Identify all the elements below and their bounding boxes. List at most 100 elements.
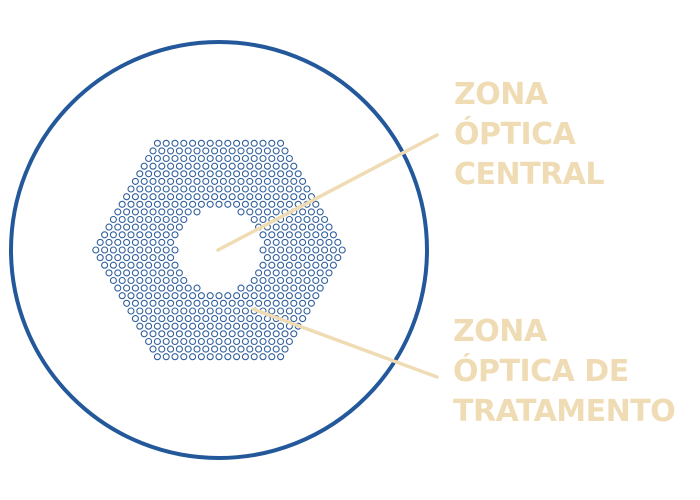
microlens-dot: [175, 269, 183, 277]
microlens-dot: [211, 193, 219, 201]
microlens-dot: [241, 185, 249, 193]
microlens-dot: [233, 337, 241, 346]
microlens-dot: [224, 139, 232, 147]
microlens-dot: [281, 223, 289, 231]
microlens-dot: [228, 162, 236, 170]
microlens-dot: [162, 170, 170, 178]
microlens-dot: [250, 185, 258, 193]
microlens-dot: [193, 147, 201, 155]
microlens-dot: [153, 200, 161, 208]
microlens-dot: [277, 154, 285, 163]
microlens-dot: [145, 337, 153, 346]
microlens-dot: [263, 299, 271, 307]
microlens-dot: [228, 193, 236, 201]
microlens-dot: [158, 208, 166, 216]
microlens-dot: [193, 177, 201, 185]
microlens-dot: [285, 276, 293, 285]
microlens-dot: [224, 337, 232, 346]
microlens-dot: [175, 299, 183, 307]
microlens-dot: [145, 154, 153, 163]
microlens-dot: [259, 337, 267, 346]
microlens-dot: [158, 177, 166, 185]
microlens-dot: [281, 299, 289, 307]
microlens-dot: [294, 215, 302, 224]
microlens-dot: [290, 284, 298, 292]
microlens-dot: [162, 215, 170, 224]
microlens-dot: [118, 215, 126, 224]
microlens-dot: [259, 292, 267, 300]
microlens-dot: [123, 299, 131, 307]
microlens-dot: [259, 154, 267, 163]
microlens-dot: [329, 261, 337, 269]
microlens-dot: [171, 353, 179, 361]
microlens-dot: [246, 177, 254, 185]
microlens-dot: [127, 185, 135, 193]
microlens-dot: [149, 315, 157, 323]
microlens-dot: [206, 170, 214, 178]
microlens-dot: [219, 147, 227, 155]
microlens-dot: [294, 231, 302, 239]
microlens-dot: [123, 223, 131, 231]
microlens-dot: [123, 193, 131, 201]
microlens-dot: [312, 200, 320, 208]
microlens-dot: [224, 292, 232, 300]
microlens-dot: [158, 315, 166, 323]
microlens-dot: [92, 246, 100, 254]
microlens-dot: [189, 200, 197, 208]
microlens-dot: [193, 345, 201, 353]
microlens-dot: [197, 139, 205, 147]
microlens-dot: [96, 238, 104, 246]
microlens-dot: [246, 162, 254, 170]
microlens-dot: [277, 185, 285, 193]
microlens-dot: [197, 337, 205, 346]
microlens-dot: [180, 353, 188, 361]
microlens-dot: [140, 269, 148, 277]
microlens-dot: [263, 193, 271, 201]
microlens-dot: [321, 261, 329, 269]
microlens-dot: [255, 315, 263, 323]
microlens-dot: [193, 162, 201, 170]
microlens-dot: [263, 269, 271, 277]
microlens-dot: [241, 170, 249, 178]
microlens-dot: [180, 154, 188, 163]
microlens-dot: [321, 276, 329, 285]
microlens-dot: [153, 353, 161, 361]
microlens-dot: [259, 200, 267, 208]
microlens-dot: [140, 193, 148, 201]
microlens-dot: [219, 177, 227, 185]
central-zone-leader-line: [216, 133, 439, 252]
microlens-dot: [272, 162, 280, 170]
microlens-dot: [118, 231, 126, 239]
microlens-dot: [158, 238, 166, 246]
microlens-dot: [285, 200, 293, 208]
microlens-dot: [277, 200, 285, 208]
microlens-dot: [162, 353, 170, 361]
microlens-dot: [114, 254, 122, 262]
microlens-dot: [180, 215, 188, 224]
microlens-dot: [131, 269, 139, 277]
microlens-dot: [272, 208, 280, 216]
microlens-dot: [224, 154, 232, 163]
microlens-dot: [140, 299, 148, 307]
microlens-dot: [197, 200, 205, 208]
microlens-dot: [263, 254, 271, 262]
microlens-dot: [290, 238, 298, 246]
microlens-dot: [303, 215, 311, 224]
microlens-dot: [184, 330, 192, 338]
microlens-dot: [290, 162, 298, 170]
microlens-dot: [149, 193, 157, 201]
microlens-dot: [197, 322, 205, 330]
microlens-dot: [149, 238, 157, 246]
microlens-dot: [171, 246, 179, 254]
microlens-dot: [140, 208, 148, 216]
microlens-dot: [175, 223, 183, 231]
microlens-dot: [215, 185, 223, 193]
microlens-dot: [316, 223, 324, 231]
microlens-dot: [215, 154, 223, 163]
microlens-dot: [123, 269, 131, 277]
microlens-dot: [250, 353, 258, 361]
microlens-dot: [277, 322, 285, 330]
microlens-dot: [140, 315, 148, 323]
microlens-dot: [158, 162, 166, 170]
